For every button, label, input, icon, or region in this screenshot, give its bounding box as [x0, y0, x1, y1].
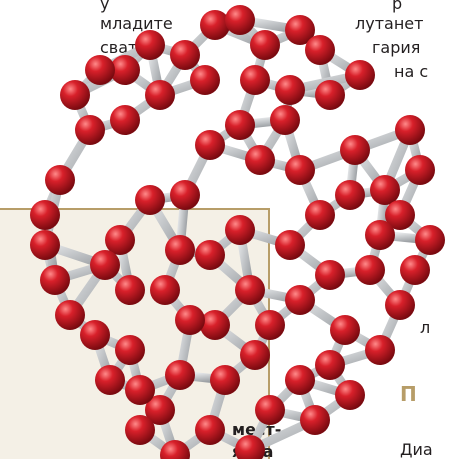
molecule-atom	[370, 175, 400, 205]
molecule-atom	[210, 365, 240, 395]
molecule-atom	[400, 255, 430, 285]
molecule-atom	[225, 110, 255, 140]
molecule-atom	[250, 30, 280, 60]
molecule-atom	[125, 375, 155, 405]
molecule-atom	[170, 40, 200, 70]
molecule-atom	[340, 135, 370, 165]
molecule-atom	[415, 225, 445, 255]
molecule-atom	[235, 435, 265, 459]
molecule-atom	[85, 55, 115, 85]
molecule-atom	[200, 10, 230, 40]
right-text-line-1: лутанет	[355, 14, 424, 33]
right-text-fragment: л	[420, 318, 431, 337]
molecule-atom	[405, 155, 435, 185]
molecule-atom	[110, 55, 140, 85]
right-text-line-2: гария	[372, 38, 421, 57]
molecule-atom	[365, 220, 395, 250]
molecule-atom	[200, 310, 230, 340]
molecule-atom	[385, 200, 415, 230]
molecule-atom	[305, 35, 335, 65]
molecule-atom	[135, 30, 165, 60]
molecule-atom	[80, 320, 110, 350]
molecule-atom	[285, 15, 315, 45]
molecule-atom	[40, 265, 70, 295]
section-heading: П	[400, 382, 417, 406]
molecule-atom	[355, 255, 385, 285]
molecule-atom	[315, 350, 345, 380]
molecule-atom	[240, 340, 270, 370]
molecule-atom	[150, 275, 180, 305]
molecule-atom	[195, 240, 225, 270]
molecule-atom	[335, 380, 365, 410]
molecule-atom	[275, 230, 305, 260]
molecule-atom	[225, 215, 255, 245]
molecule-atom	[235, 275, 265, 305]
paragraph-start: Диа	[400, 440, 433, 459]
molecule-atom	[315, 80, 345, 110]
molecule-atom	[60, 80, 90, 110]
molecule-atom	[335, 180, 365, 210]
molecule-atom	[110, 105, 140, 135]
molecule-atom	[75, 115, 105, 145]
molecule-atom	[190, 65, 220, 95]
molecule-atom	[255, 310, 285, 340]
molecule-atom	[105, 225, 135, 255]
molecule-atom	[285, 365, 315, 395]
molecule-atom	[115, 335, 145, 365]
molecule-atom	[225, 5, 255, 35]
molecule-atom	[195, 415, 225, 445]
right-text-line-3: на с	[394, 62, 429, 81]
molecule-atom	[285, 155, 315, 185]
molecule-atom	[55, 300, 85, 330]
molecule-atom	[145, 80, 175, 110]
molecule-atom	[90, 250, 120, 280]
molecule-atom	[240, 65, 270, 95]
right-text-line-0: р	[392, 0, 403, 13]
molecule-atom	[300, 405, 330, 435]
molecule-atom	[30, 200, 60, 230]
molecule-atom	[315, 260, 345, 290]
molecule-atom	[255, 395, 285, 425]
molecule-atoms	[30, 5, 445, 459]
molecule-atom	[395, 115, 425, 145]
molecule-atom	[125, 415, 155, 445]
molecule-atom	[305, 200, 335, 230]
molecule-atom	[165, 360, 195, 390]
molecule-atom	[170, 180, 200, 210]
molecule-atom	[195, 130, 225, 160]
left-text-line-2: младите	[100, 14, 173, 33]
molecule-atom	[270, 105, 300, 135]
molecule-atom	[95, 365, 125, 395]
molecule-atom	[165, 235, 195, 265]
molecule-atom	[285, 285, 315, 315]
molecule-atom	[175, 305, 205, 335]
molecule-atom	[245, 145, 275, 175]
molecule-atom	[30, 230, 60, 260]
molecule-atom	[365, 335, 395, 365]
molecule-atom	[135, 185, 165, 215]
molecule-atom	[115, 275, 145, 305]
molecule-atom	[145, 395, 175, 425]
molecule-atom	[45, 165, 75, 195]
left-text-line-1: у	[100, 0, 110, 13]
molecule-atom	[275, 75, 305, 105]
molecule-atom	[385, 290, 415, 320]
molecule-atom	[330, 315, 360, 345]
molecule-atom	[160, 440, 190, 459]
molecule-atom	[345, 60, 375, 90]
